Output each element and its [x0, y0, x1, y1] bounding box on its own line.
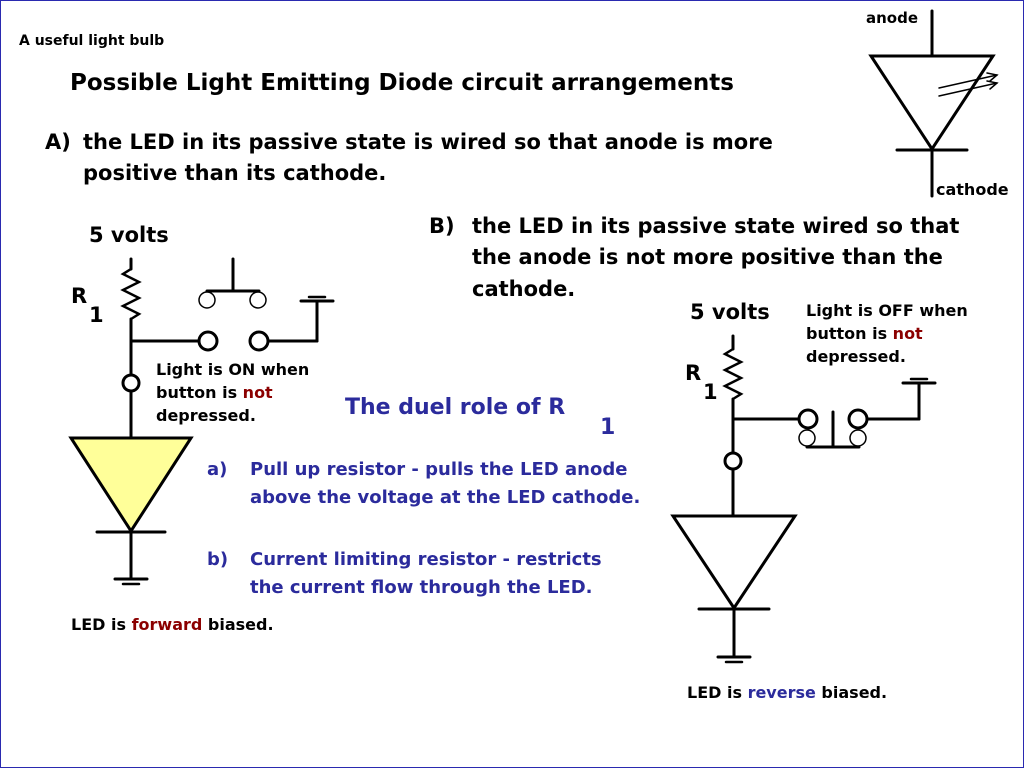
- note-a-line3: depressed.: [156, 406, 256, 425]
- cathode-label: cathode: [936, 180, 1009, 199]
- section-a-line2: positive than its cathode.: [83, 161, 387, 185]
- switch-contact-left-b: [797, 408, 819, 430]
- note-a-line1: Light is ON when: [156, 360, 310, 379]
- resistor-label-a: R: [71, 284, 88, 308]
- resistor-r1-b: [722, 347, 744, 401]
- dual-role-b-line2: the current flow through the LED.: [250, 577, 593, 598]
- circuit-a: [68, 257, 335, 586]
- bias-label-a: LED is forward biased.: [71, 615, 274, 634]
- note-b-line3: depressed.: [806, 347, 906, 366]
- note-b-line2: button is not: [806, 322, 968, 345]
- anode-label: anode: [866, 9, 919, 27]
- dual-role-heading-subscript: 1: [600, 415, 616, 440]
- note-b-text: button is: [806, 324, 893, 343]
- corner-title: A useful light bulb: [19, 33, 165, 49]
- bias-b-pre: LED is: [687, 683, 748, 702]
- note-b-line1: Light is OFF when: [806, 301, 968, 320]
- dual-role-b-marker: b): [207, 549, 229, 570]
- dual-role-heading: The duel role of R: [345, 395, 566, 420]
- supply-label-b: 5 volts: [690, 300, 770, 324]
- dual-role-a-marker: a): [207, 459, 228, 480]
- switch-contact-right-a: [248, 330, 270, 352]
- section-b-marker: B): [429, 214, 455, 238]
- section-b-line2: the anode is not more positive than the: [472, 245, 943, 269]
- switch-contact-right-b: [847, 408, 869, 430]
- dual-role-b-line1: Current limiting resistor - restricts: [250, 549, 602, 570]
- section-b-line1: the LED in its passive state wired so th…: [472, 214, 960, 238]
- bias-a-emphasis: forward: [131, 615, 203, 634]
- led-symbol: [868, 9, 999, 198]
- note-a-line2: button is not: [156, 381, 309, 404]
- led-a-lit: [68, 436, 194, 534]
- resistor-subscript-b: 1: [703, 380, 718, 404]
- resistor-r1-a: [120, 267, 142, 321]
- note-b-emphasis: not: [892, 324, 923, 343]
- resistor-label-b: R: [685, 361, 702, 385]
- bias-a-post: biased.: [202, 615, 274, 634]
- section-a-line1: the LED in its passive state is wired so…: [83, 130, 773, 154]
- led-b-off: [670, 514, 798, 611]
- bias-b-post: biased.: [815, 683, 888, 702]
- supply-label-a: 5 volts: [89, 223, 169, 247]
- section-a-marker: A): [45, 130, 71, 154]
- switch-contact-left-a: [197, 330, 219, 352]
- bias-label-b: LED is reverse biased.: [687, 683, 887, 702]
- dual-role-a-line2: above the voltage at the LED cathode.: [250, 487, 641, 508]
- anode-node-b: [723, 451, 743, 471]
- dual-role-a-line1: Pull up resistor - pulls the LED anode: [250, 459, 628, 480]
- bias-b-emphasis: reverse: [747, 683, 816, 702]
- note-a-emphasis: not: [242, 383, 273, 402]
- light-emission-arrows-icon: [938, 72, 999, 97]
- circuit-b: [670, 334, 937, 664]
- note-a-text: button is: [156, 383, 243, 402]
- anode-node-a: [121, 373, 141, 393]
- note-a: Light is ON when button is not depressed…: [156, 358, 309, 427]
- bias-a-pre: LED is: [71, 615, 132, 634]
- section-b-line3: cathode.: [472, 277, 576, 301]
- resistor-subscript-a: 1: [89, 303, 104, 327]
- note-b: Light is OFF when button is not depresse…: [806, 299, 968, 368]
- page-title: Possible Light Emitting Diode circuit ar…: [70, 70, 734, 96]
